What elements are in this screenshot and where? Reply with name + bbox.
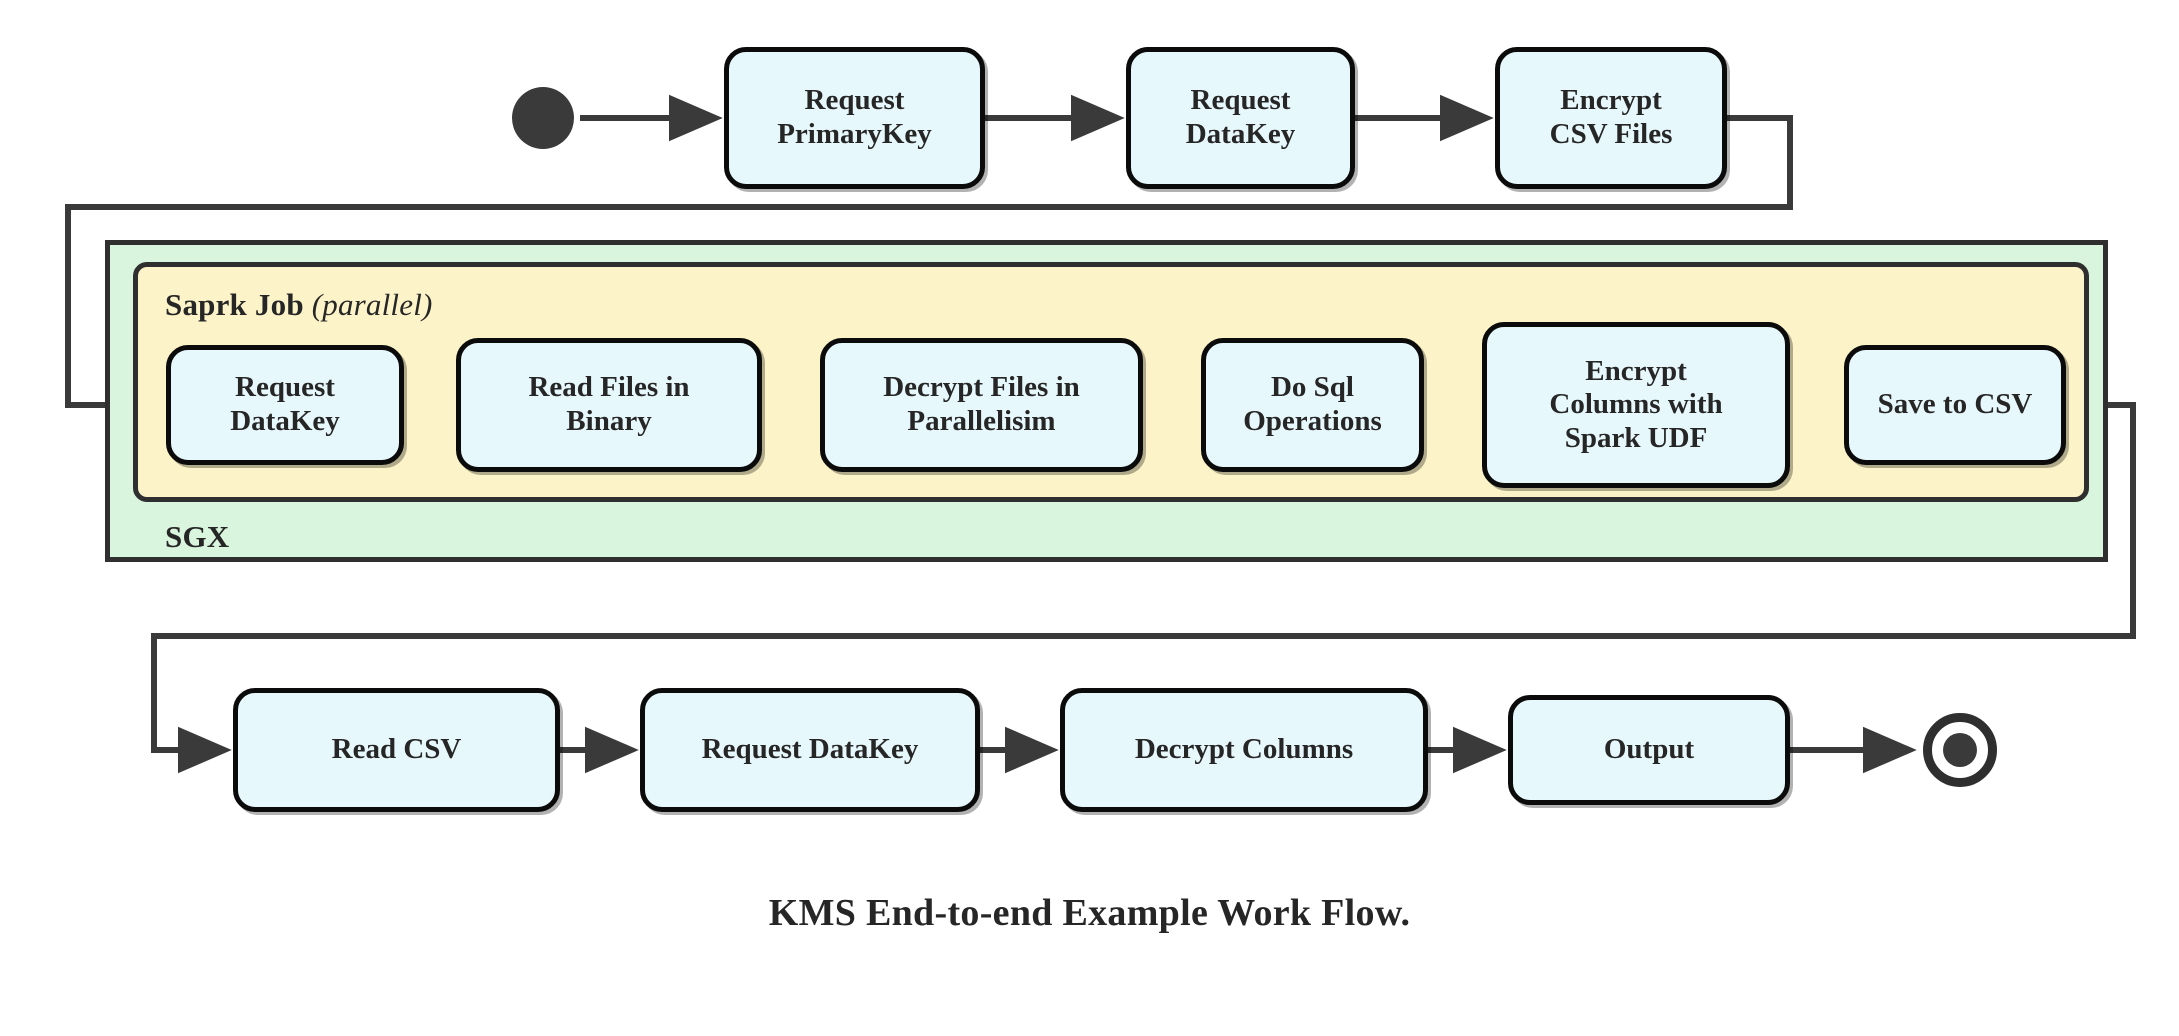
start-node: [512, 87, 574, 149]
node-do-sql-operations[interactable]: Do Sql Operations: [1201, 338, 1424, 472]
node-line: Output: [1603, 733, 1695, 766]
node-request-primarykey[interactable]: Request PrimaryKey: [724, 47, 985, 189]
node-line: Operations: [1243, 405, 1382, 437]
node-line: Save to CSV: [1877, 388, 2033, 421]
node-decrypt-files-in-parallelisim[interactable]: Decrypt Files in Parallelisim: [820, 338, 1143, 472]
node-line: Request: [235, 371, 335, 404]
node-decrypt-columns[interactable]: Decrypt Columns: [1060, 688, 1428, 812]
node-save-to-csv[interactable]: Save to CSV: [1844, 345, 2066, 465]
node-request-datakey-bottom[interactable]: Request DataKey: [640, 688, 980, 812]
node-line: Read CSV: [331, 733, 462, 766]
end-node: [1923, 713, 1997, 787]
node-line: Parallelisim: [907, 405, 1056, 437]
node-line: Request DataKey: [701, 733, 919, 766]
node-line: Decrypt Files in: [883, 371, 1080, 404]
diagram-caption: KMS End-to-end Example Work Flow.: [768, 892, 1411, 934]
sgx-label: SGX: [165, 519, 230, 554]
node-encrypt-columns-with-spark-udf[interactable]: Encrypt Columns with Spark UDF: [1482, 322, 1790, 488]
node-line: DataKey: [230, 405, 340, 437]
node-request-datakey-spark[interactable]: Request DataKey: [166, 345, 404, 465]
node-line: Encrypt: [1560, 84, 1662, 117]
node-encrypt-csv-files[interactable]: Encrypt CSV Files: [1495, 47, 1727, 189]
node-line: Request: [804, 84, 905, 117]
node-line: Binary: [566, 405, 652, 437]
node-line: CSV Files: [1549, 118, 1673, 150]
node-request-datakey-top[interactable]: Request DataKey: [1126, 47, 1355, 189]
node-line: DataKey: [1185, 118, 1296, 150]
node-line: Read Files in: [528, 371, 690, 404]
spark-job-label-italic: (parallel): [311, 287, 433, 322]
node-output[interactable]: Output: [1508, 695, 1790, 805]
node-line: Do Sql: [1270, 371, 1354, 404]
node-line: Request: [1190, 84, 1291, 117]
node-read-csv[interactable]: Read CSV: [233, 688, 560, 812]
node-line: Encrypt: [1585, 354, 1687, 387]
node-line: Columns with: [1549, 388, 1723, 421]
node-line: Decrypt Columns: [1134, 733, 1354, 766]
spark-job-label: Saprk Job (parallel): [165, 287, 433, 323]
end-node-inner-dot: [1943, 733, 1977, 767]
node-line: Spark UDF: [1564, 421, 1708, 454]
node-read-files-in-binary[interactable]: Read Files in Binary: [456, 338, 762, 472]
spark-job-label-main: Saprk Job: [165, 287, 304, 322]
node-line: PrimaryKey: [777, 118, 932, 150]
